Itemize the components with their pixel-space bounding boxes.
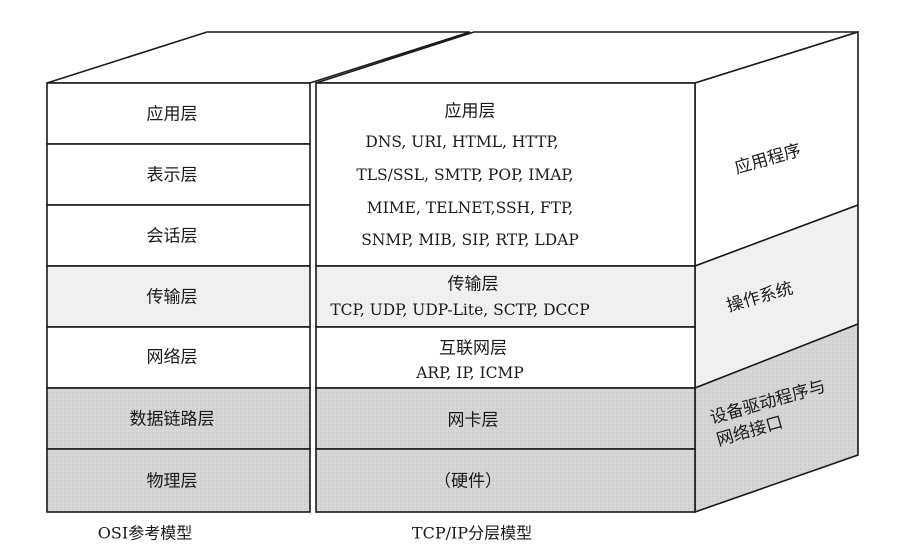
tcpip-caption: TCP/IP分层模型 xyxy=(412,524,532,543)
osi-layer-application xyxy=(46,82,311,145)
tcpip-transport-protocols: TCP, UDP, UDP-Lite, SCTP, DCCP xyxy=(330,301,589,319)
tcpip-transport-title: 传输层 xyxy=(448,275,499,295)
tcpip-application-protocols-line-1: DNS, URI, HTML, HTTP, xyxy=(365,133,558,151)
tcpip-layer-internet xyxy=(315,326,696,389)
tcpip-application-protocols-line-4: SNMP, MIB, SIP, RTP, LDAP xyxy=(361,231,579,249)
tcpip-internet-protocols: ARP, IP, ICMP xyxy=(415,364,524,382)
osi-label-transport: 传输层 xyxy=(147,288,198,308)
osi-label-session: 会话层 xyxy=(147,227,198,247)
tcpip-internet-title: 互联网层 xyxy=(439,339,507,359)
osi-layer-network xyxy=(46,326,311,389)
tcpip-layer-application xyxy=(315,82,696,267)
tcpip-labels: 应用层 DNS, URI, HTML, HTTP, TLS/SSL, SMTP,… xyxy=(330,102,589,492)
osi-layer-physical xyxy=(46,448,311,513)
osi-layer-labels: 应用层 表示层 会话层 传输层 网络层 数据链路层 物理层 xyxy=(130,105,215,492)
tcpip-link-title: 网卡层 xyxy=(448,411,499,431)
osi-label-datalink: 数据链路层 xyxy=(130,410,215,430)
osi-caption: OSI参考模型 xyxy=(98,524,192,543)
osi-label-physical: 物理层 xyxy=(147,472,198,492)
tcpip-application-protocols-line-3: MIME, TELNET,SSH, FTP, xyxy=(367,199,574,217)
osi-label-presentation: 表示层 xyxy=(147,166,198,186)
osi-layer-datalink xyxy=(46,387,311,450)
osi-label-network: 网络层 xyxy=(147,348,198,368)
tcpip-application-protocols-line-2: TLS/SSL, SMTP, POP, IMAP, xyxy=(356,166,573,184)
osi-label-application: 应用层 xyxy=(147,105,198,125)
tcpip-layer-transport xyxy=(315,265,696,328)
tcpip-stack xyxy=(315,82,696,513)
osi-layer-transport xyxy=(46,265,311,328)
osi-layer-session xyxy=(46,204,311,267)
osi-layer-presentation xyxy=(46,143,311,206)
tcpip-application-title: 应用层 xyxy=(445,102,496,122)
osi-stack xyxy=(46,82,311,513)
tcpip-layer-physical xyxy=(315,448,696,513)
tcpip-side-face xyxy=(694,30,859,514)
tcpip-layer-link xyxy=(315,387,696,450)
tcpip-physical-title: （硬件） xyxy=(434,472,502,492)
